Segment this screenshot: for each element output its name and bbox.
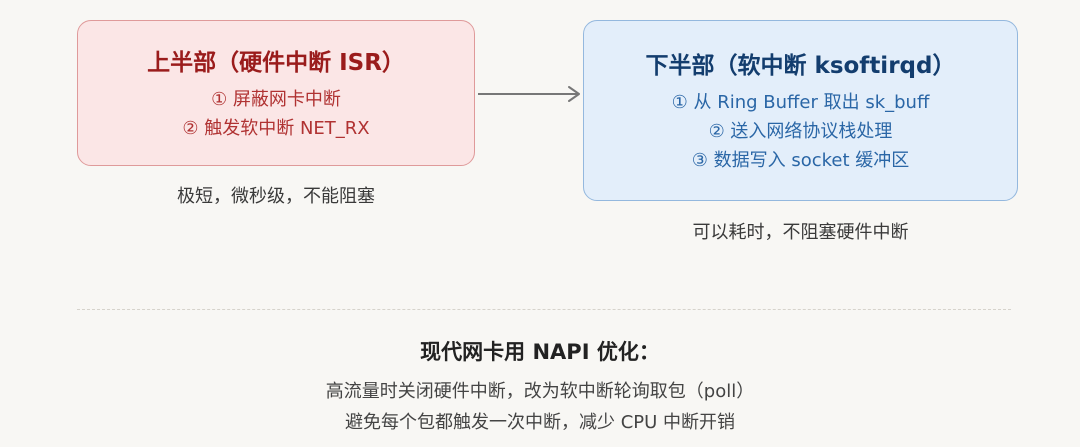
bottom-half-box: 下半部（软中断 ksoftirqd） ① 从 Ring Buffer 取出 sk…	[583, 20, 1018, 201]
top-half-box: 上半部（硬件中断 ISR） ① 屏蔽网卡中断 ② 触发软中断 NET_RX	[77, 20, 475, 166]
arrow-right-icon	[478, 86, 580, 102]
top-half-step-2: ② 触发软中断 NET_RX	[182, 118, 370, 139]
top-half-title: 上半部（硬件中断 ISR）	[147, 50, 405, 76]
bottom-half-step-1: ① 从 Ring Buffer 取出 sk_buff	[671, 92, 930, 113]
napi-title: 现代网卡用 NAPI 优化：	[420, 340, 660, 364]
bottom-half-caption: 可以耗时，不阻塞硬件中断	[692, 222, 909, 243]
top-half-step-1: ① 屏蔽网卡中断	[211, 89, 341, 110]
bottom-half-step-3: ③ 数据写入 socket 缓冲区	[691, 150, 910, 171]
top-half-caption: 极短，微秒级，不能阻塞	[177, 186, 375, 207]
napi-description-1: 高流量时关闭硬件中断，改为软中断轮询取包（poll）	[325, 381, 755, 402]
bottom-half-step-2: ② 送入网络协议栈处理	[708, 121, 893, 142]
bottom-half-title: 下半部（软中断 ksoftirqd）	[645, 53, 956, 79]
section-divider	[77, 309, 1011, 310]
napi-description-2: 避免每个包都触发一次中断，减少 CPU 中断开销	[344, 412, 736, 433]
